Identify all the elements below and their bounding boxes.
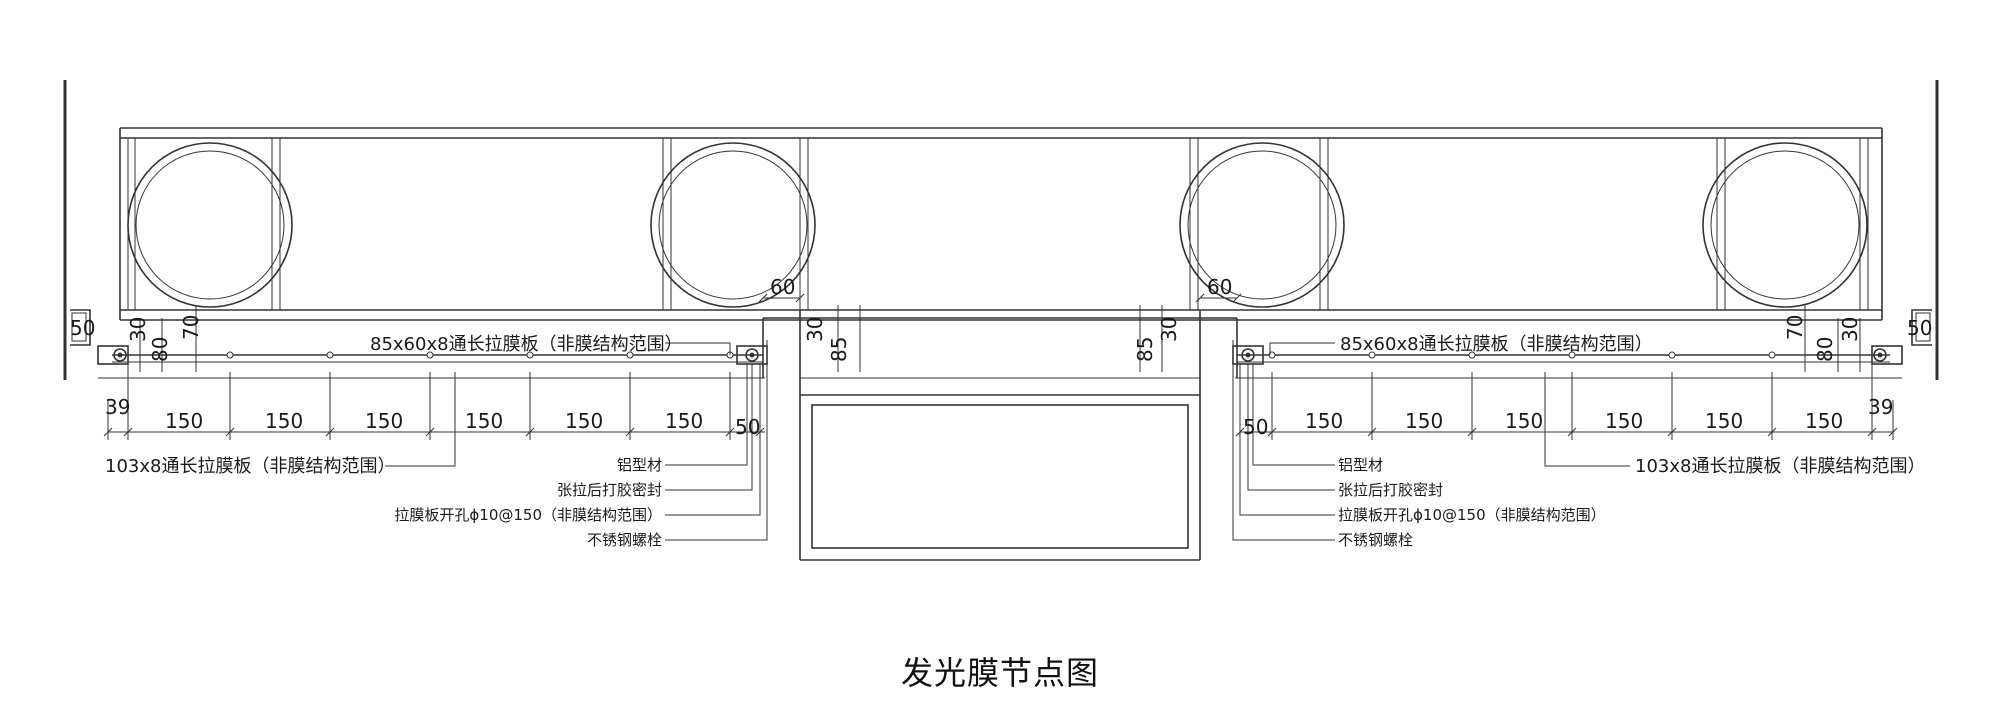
- clamp-right-outer: [1871, 345, 1903, 372]
- dim-150-r3: 150: [1505, 409, 1543, 433]
- dim-30-left: 30: [126, 317, 150, 342]
- dim-150-l4: 150: [465, 409, 503, 433]
- dimension-lines: [98, 293, 1902, 440]
- right-wall: [1911, 80, 1939, 380]
- dimension-text: 50 50 30 80 70 30 85 85 30 70 80 30 60 6…: [70, 275, 1932, 439]
- label-profile-top-right: 85x60x8通长拉膜板（非膜结构范围）: [1340, 334, 1653, 355]
- dim-150-l6: 150: [665, 409, 703, 433]
- dim-150-r5: 150: [1705, 409, 1743, 433]
- dim-edge-left: 50: [70, 316, 95, 340]
- leader-lines: [385, 342, 1630, 541]
- dim-150-l5: 150: [565, 409, 603, 433]
- dim-39-left: 39: [105, 395, 130, 419]
- label-sealant-right: 张拉后打胶密封: [1338, 481, 1443, 499]
- label-sealant-left: 张拉后打胶密封: [557, 481, 662, 499]
- label-profile-bottom-right: 103x8通长拉膜板（非膜结构范围）: [1635, 456, 1925, 477]
- dim-80-left: 80: [148, 337, 172, 362]
- circular-ducts: [127, 142, 1868, 308]
- dim-50-left: 50: [735, 415, 760, 439]
- label-holes-right: 拉膜板开孔ϕ10@150（非膜结构范围）: [1338, 506, 1606, 524]
- dim-70-right: 70: [1783, 315, 1807, 340]
- dim-39-right: 39: [1868, 395, 1893, 419]
- dim-50-right: 50: [1243, 415, 1268, 439]
- membrane-panel-left: [112, 351, 763, 363]
- dim-edge-right: 50: [1907, 316, 1932, 340]
- dim-85-center-left: 85: [827, 337, 851, 362]
- dim-150-r2: 150: [1405, 409, 1443, 433]
- dim-70-left: 70: [179, 315, 203, 340]
- label-holes-left: 拉膜板开孔ϕ10@150（非膜结构范围）: [394, 506, 662, 524]
- label-aluminum-left: 铝型材: [617, 456, 662, 474]
- dim-30-right: 30: [1838, 317, 1862, 342]
- truss-frame: [119, 127, 1883, 321]
- dim-60-left: 60: [770, 275, 795, 299]
- dim-30-center-left: 30: [803, 317, 827, 342]
- dim-30-center-right: 30: [1157, 317, 1181, 342]
- dim-150-l1: 150: [165, 409, 203, 433]
- dim-150-r6: 150: [1805, 409, 1843, 433]
- membrane-panel-right: [1237, 351, 1890, 363]
- clamp-left-outer: [97, 345, 129, 372]
- dim-150-r4: 150: [1605, 409, 1643, 433]
- dim-150-l3: 150: [365, 409, 403, 433]
- annotation-labels: 85x60x8通长拉膜板（非膜结构范围） 85x60x8通长拉膜板（非膜结构范围…: [105, 334, 1925, 549]
- dim-150-r1: 150: [1305, 409, 1343, 433]
- label-profile-bottom-left: 103x8通长拉膜板（非膜结构范围）: [105, 456, 395, 477]
- dim-80-right: 80: [1813, 337, 1837, 362]
- central-box: [762, 310, 1238, 561]
- label-bolt-left: 不锈钢螺栓: [587, 531, 662, 549]
- drawing-title: 发光膜节点图: [900, 654, 1099, 692]
- label-bolt-right: 不锈钢螺栓: [1338, 531, 1413, 549]
- left-wall: [63, 80, 91, 380]
- dim-60-right: 60: [1207, 275, 1232, 299]
- dim-85-center-right: 85: [1133, 337, 1157, 362]
- label-aluminum-right: 铝型材: [1338, 456, 1383, 474]
- dim-150-l2: 150: [265, 409, 303, 433]
- label-profile-top-left: 85x60x8通长拉膜板（非膜结构范围）: [370, 334, 683, 355]
